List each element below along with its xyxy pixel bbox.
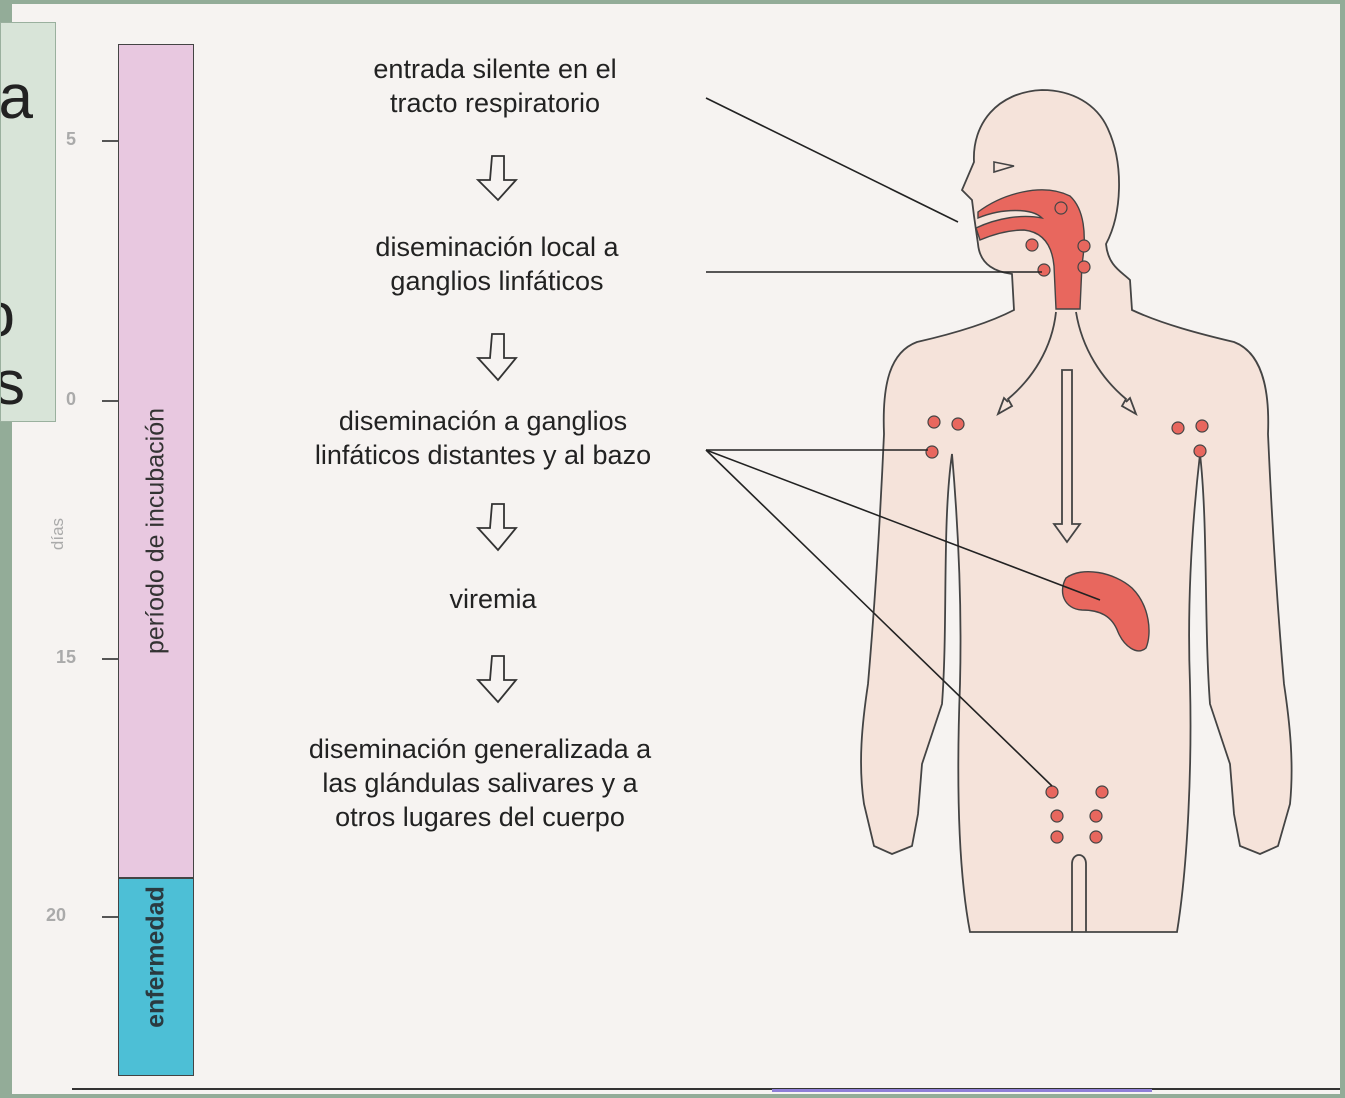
flow-arrow-3 [478,504,516,550]
flow-arrow-2 [478,334,516,380]
overlay-char-3: s [0,353,25,415]
body-diagram [12,4,1340,1094]
flow-arrow-1 [478,156,516,200]
overlay-char-2: o [0,285,15,347]
overlay-char-1: a [0,67,33,129]
bottom-accent [772,1089,1152,1092]
slide-text-overlay: a o s [0,22,56,422]
figure-page: 5 0 15 20 días período de incubación enf… [12,4,1340,1094]
flow-arrow-4 [478,656,516,702]
